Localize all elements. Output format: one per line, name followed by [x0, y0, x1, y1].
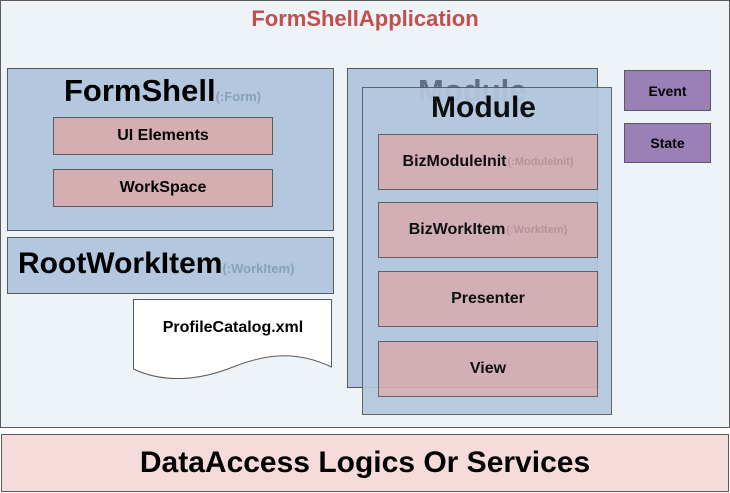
view-box: View [378, 341, 598, 397]
rootworkitem-heading: RootWorkItem(:WorkItem) [18, 247, 294, 281]
formshell-type: (:Form) [215, 89, 262, 104]
module-title: Module [431, 91, 536, 124]
formshell-box: FormShell(:Form) UI Elements WorkSpace [7, 68, 334, 231]
profile-catalog-document: ProfileCatalog.xml [133, 299, 333, 383]
rootworkitem-type: (:WorkItem) [222, 261, 295, 276]
profile-catalog-label: ProfileCatalog.xml [162, 319, 304, 336]
data-access-box: DataAccess Logics Or Services [1, 434, 729, 492]
presenter-box: Presenter [378, 271, 598, 327]
bizworkitem-type: (:WorkItem) [506, 224, 568, 236]
ui-elements-box: UI Elements [53, 117, 273, 155]
bizmoduleinit-type: (:ModuleInit) [507, 156, 574, 168]
rootworkitem-box: RootWorkItem(:WorkItem) [7, 237, 334, 294]
document-shape-icon [133, 299, 332, 380]
formshell-heading: FormShell(:Form) [64, 73, 261, 109]
module-box: Module BizModuleInit(:ModuleInit) BizWor… [362, 87, 612, 415]
workspace-box: WorkSpace [53, 169, 273, 207]
application-title: FormShellApplication [251, 6, 479, 31]
event-box: Event [624, 70, 711, 111]
formshell-title: FormShell [64, 73, 216, 108]
bizmoduleinit-box: BizModuleInit(:ModuleInit) [378, 134, 598, 190]
bizworkitem-box: BizWorkItem(:WorkItem) [378, 202, 598, 258]
bizmoduleinit-label: BizModuleInit [402, 153, 507, 170]
bizworkitem-label: BizWorkItem [408, 221, 506, 238]
rootworkitem-title: RootWorkItem [18, 247, 223, 280]
state-box: State [624, 123, 711, 163]
